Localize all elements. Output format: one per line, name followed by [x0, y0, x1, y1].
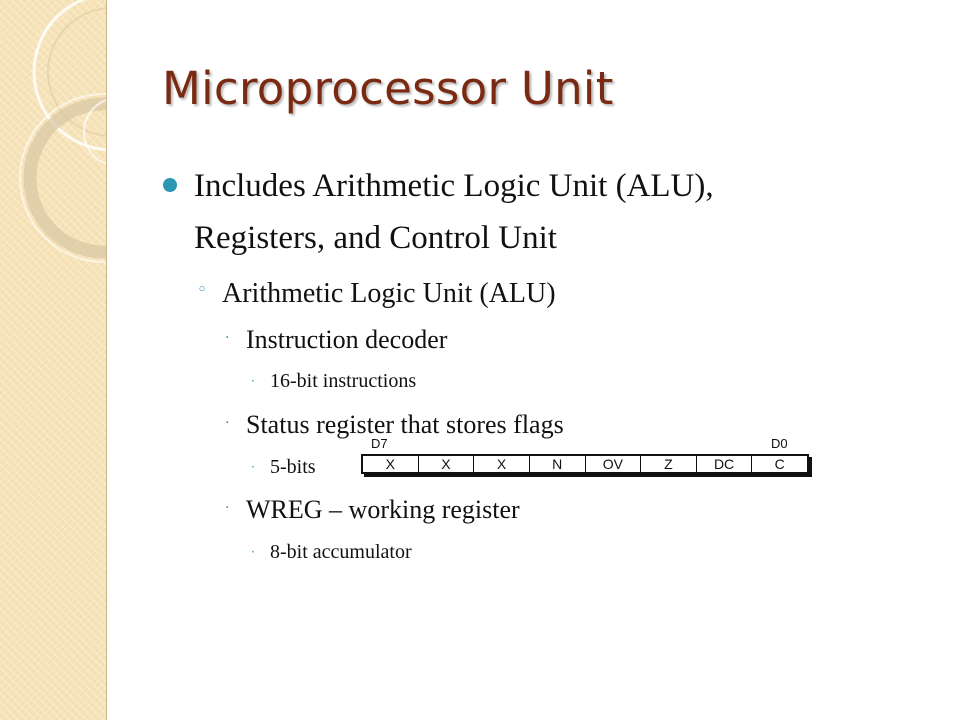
bullet-dot-icon — [163, 178, 177, 192]
bullet-dot-small-icon: · — [251, 545, 255, 559]
bullet-16bit-instructions: 16-bit instructions — [270, 370, 417, 392]
register-bit-cell: OV — [584, 456, 641, 472]
register-bit-cell: X — [473, 456, 529, 472]
bullet-wreg: WREG – working register — [246, 495, 520, 524]
status-register-diagram: D7 D0 X X X N OV Z DC C — [361, 436, 813, 478]
decorative-side-band — [0, 0, 107, 720]
bullet-dot-small-icon: · — [251, 460, 255, 474]
bullet-dot-small-icon: · — [251, 374, 255, 388]
bullet-dot-small-icon: · — [225, 500, 230, 516]
bullet-level1-line1: Includes Arithmetic Logic Unit (ALU), — [194, 168, 714, 204]
register-bit-cell: X — [417, 456, 474, 472]
bullet-dot-small-icon: · — [225, 330, 230, 346]
register-bit-cell: Z — [640, 456, 696, 472]
register-bit-cell: X — [385, 456, 395, 472]
bullet-level1-line2: Registers, and Control Unit — [194, 220, 557, 256]
lsb-label: D0 — [771, 436, 788, 451]
register-bit-cell: N — [528, 456, 585, 472]
bullet-5bits: 5-bits — [270, 456, 316, 478]
register-bit-cell: C — [751, 456, 807, 472]
bullet-alu: Arithmetic Logic Unit (ALU) — [222, 278, 556, 309]
bullet-ring-icon: ◦ — [197, 280, 208, 300]
bullet-status-register: Status register that stores flags — [246, 410, 564, 439]
bullet-8bit-accumulator: 8-bit accumulator — [270, 541, 412, 563]
register-bit-cell: DC — [695, 456, 752, 472]
msb-label: D7 — [371, 436, 388, 451]
decorative-circles-graphic — [19, 0, 106, 263]
bullet-dot-small-icon: · — [225, 415, 230, 431]
slide-title: Microprocessor Unit — [162, 62, 614, 115]
bullet-instruction-decoder: Instruction decoder — [246, 325, 448, 354]
register-bit-row: X X X N OV Z DC C — [361, 454, 809, 474]
